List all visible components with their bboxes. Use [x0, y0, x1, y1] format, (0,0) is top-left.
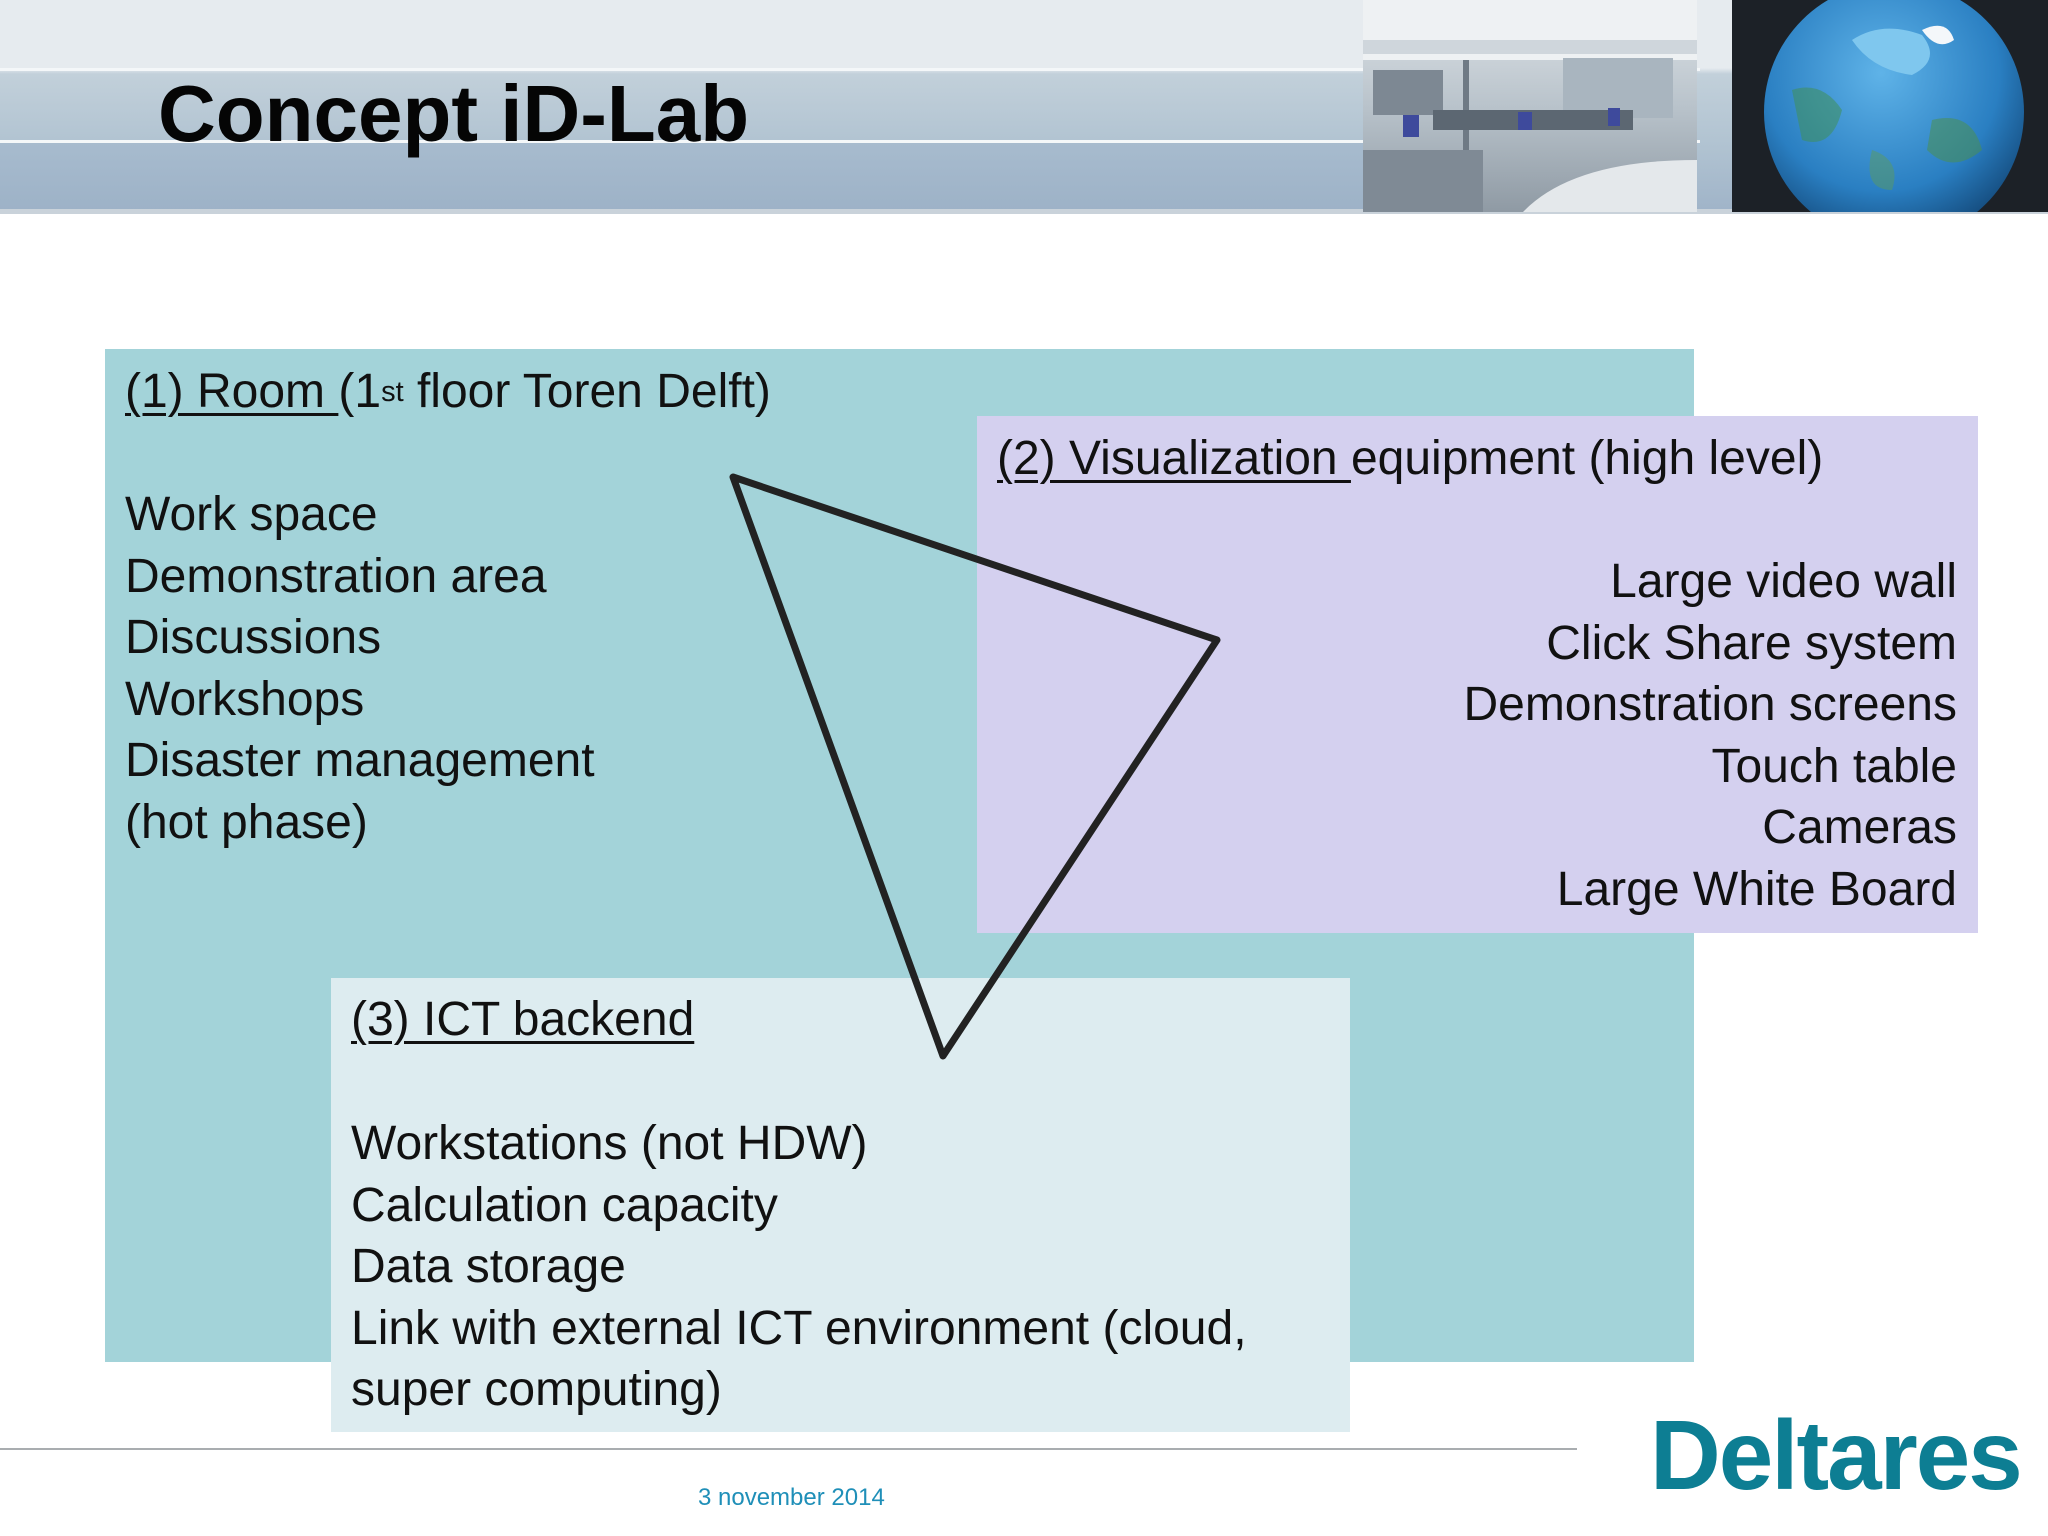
- header-band: [0, 143, 1363, 211]
- room-heading-superscript: st: [381, 376, 404, 408]
- footer-date: 3 november 2014: [698, 1484, 885, 1511]
- room-item: Disaster management: [125, 734, 595, 788]
- room-heading-underlined: (1) Room: [125, 365, 339, 418]
- deltares-logo: Deltares: [1650, 1400, 2023, 1510]
- room-item: Workshops: [125, 672, 365, 726]
- room-heading-prefix: (1: [338, 365, 382, 418]
- room-item: Discussions: [125, 611, 382, 665]
- room-item: Work space: [125, 488, 378, 541]
- header-rule-middle: [0, 140, 1700, 143]
- room-heading-suffix: floor Toren Delft): [403, 365, 771, 418]
- visualization-heading-rest: equipment (high level): [1350, 432, 1824, 485]
- room-item-list: Work space Demonstration area Discussion…: [125, 484, 595, 854]
- visualization-item: Touch table: [1711, 739, 1957, 793]
- visualization-item-list: Large video wall Click Share system Demo…: [1463, 551, 1957, 921]
- room-item: (hot phase): [125, 795, 368, 849]
- ict-item: Data storage: [351, 1240, 626, 1294]
- visualization-item: Cameras: [1762, 801, 1957, 855]
- slide-title: Concept iD-Lab: [158, 69, 750, 158]
- office-photo: [1363, 0, 1697, 212]
- visualization-item: Click Share system: [1546, 616, 1957, 670]
- ict-heading: (3) ICT backend: [351, 992, 694, 1048]
- room-item: Demonstration area: [125, 549, 547, 603]
- visualization-heading: (2) Visualization equipment (high level): [997, 431, 1823, 487]
- header-bottom-rule: [0, 209, 2048, 214]
- visualization-heading-underlined: (2) Visualization: [997, 432, 1351, 485]
- ict-heading-underlined: (3) ICT backend: [351, 993, 695, 1046]
- slide-header: Concept iD-Lab: [0, 0, 2048, 214]
- visualization-item: Large White Board: [1556, 862, 1957, 916]
- header-rule-top: [0, 68, 1700, 71]
- visualization-item: Large video wall: [1610, 555, 1957, 608]
- room-heading: (1) Room (1st floor Toren Delft): [125, 364, 771, 420]
- ict-item-list: Workstations (not HDW) Calculation capac…: [351, 1113, 1247, 1421]
- globe-photo: [1732, 0, 2048, 212]
- visualization-item: Demonstration screens: [1463, 678, 1957, 732]
- ict-item: super computing): [351, 1363, 722, 1417]
- footer-divider: [0, 1448, 1577, 1450]
- ict-item: Calculation capacity: [351, 1178, 778, 1232]
- ict-item: Workstations (not HDW): [351, 1117, 868, 1170]
- ict-item: Link with external ICT environment (clou…: [351, 1301, 1247, 1355]
